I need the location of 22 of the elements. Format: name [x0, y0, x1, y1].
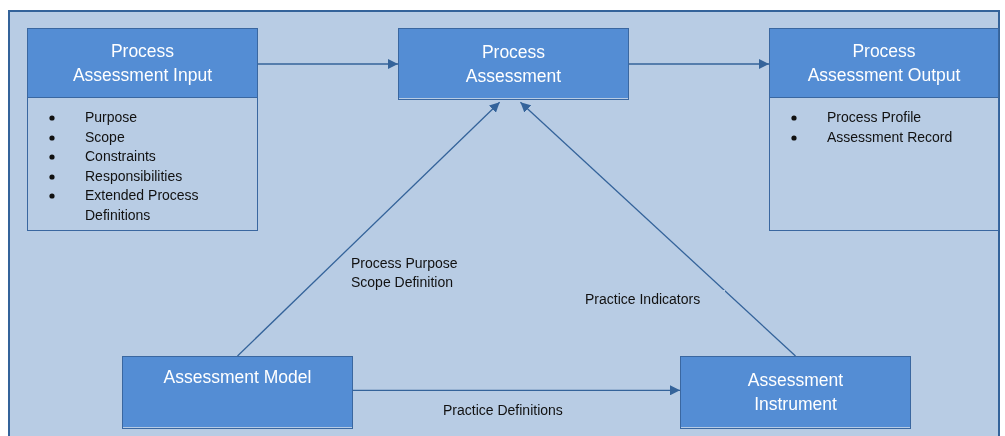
process-box: [122, 356, 353, 429]
bullet-item: Constraints: [85, 148, 156, 164]
arrow: [628, 59, 770, 69]
process-box: [398, 28, 629, 100]
box-title: Assessment Model: [163, 366, 312, 389]
bullet-item: Purpose: [85, 109, 138, 125]
bullet-item: Process Profile: [827, 109, 922, 125]
process-box: [769, 28, 999, 231]
box-title: Process Assessment Output: [806, 40, 962, 87]
arrow: [519, 101, 797, 357]
box-title: Process Assessment Input: [71, 40, 214, 87]
bullet-item: Assessment Record: [827, 128, 953, 145]
bullet-item: Scope: [85, 128, 125, 145]
arrow: [257, 59, 399, 69]
box-title: Process Assessment: [464, 40, 563, 88]
arrow: [236, 101, 501, 357]
box-title: Assessment Instrument: [746, 369, 845, 416]
bullet-item: Extended Process Definitions: [85, 187, 199, 223]
bullet-item: Responsibilities: [85, 167, 183, 184]
process-box: [680, 356, 911, 429]
arrow: [352, 385, 681, 396]
process-box: [27, 28, 258, 231]
